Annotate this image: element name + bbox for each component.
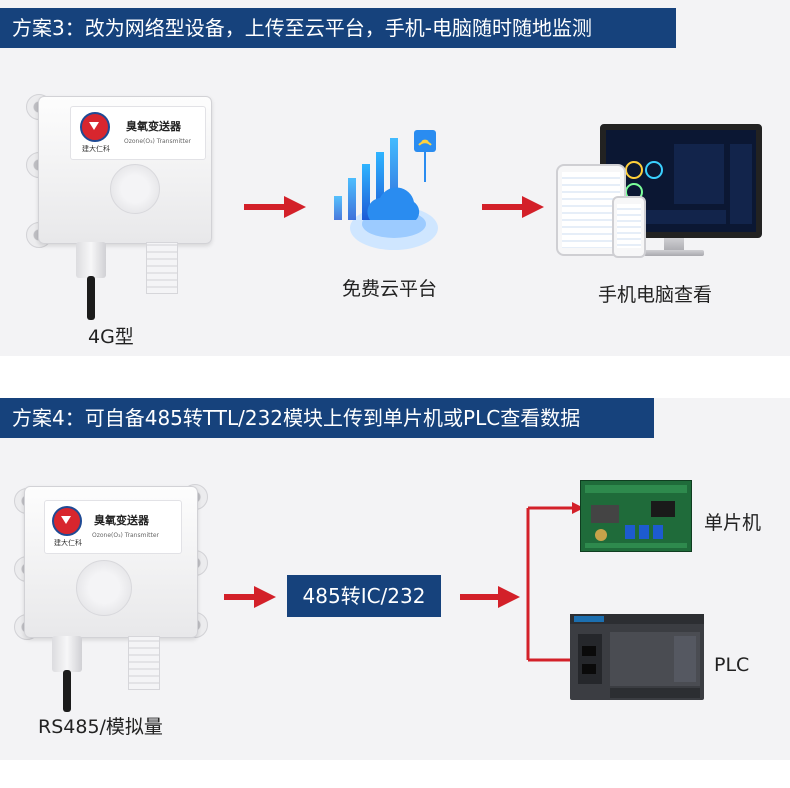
monitor-stand [664,238,684,252]
cable-gland [76,242,106,278]
arrow-right-icon [460,586,520,608]
brand-name: 建大仁科 [54,539,82,547]
arrow-right-icon [224,586,276,608]
cloud-platform-label: 免费云平台 [342,278,438,300]
devices-label: 手机电脑查看 [598,284,713,306]
sensor-type-label: 4G型 [88,326,134,348]
monitor-base [644,250,704,256]
cable [87,276,95,320]
scheme4-title: 方案4：可自备485转TTL/232模块上传到单片机或PLC查看数据 [0,398,654,438]
brand-logo-icon [52,506,82,536]
plc-label: PLC [714,654,750,676]
arrow-right-icon [482,196,544,218]
product-name: 臭氧变送器 [126,120,181,133]
product-name-en: Ozone(O₃) Transmitter [92,532,159,539]
vent-icon [110,164,160,214]
phone [612,196,646,258]
arrow-right-icon [244,196,306,218]
scheme3-panel: 方案3：改为网络型设备，上传至云平台，手机-电脑随时随地监测 建大仁科 臭氧变送… [0,0,790,356]
brand-name: 建大仁科 [82,145,110,153]
sensor-probe [128,636,160,690]
sensor-output-label: RS485/模拟量 [38,716,163,738]
product-name-en: Ozone(O₃) Transmitter [124,138,191,145]
dashboard-icon [616,144,752,224]
cable [63,670,71,712]
vent-icon [76,560,132,616]
cable-gland [52,636,82,672]
brand-logo-icon [80,112,110,142]
converter-label: 485转IC/232 [287,575,441,617]
scheme3-title: 方案3：改为网络型设备，上传至云平台，手机-电脑随时随地监测 [0,8,676,48]
product-name: 臭氧变送器 [94,514,149,527]
cloud-platform-icon [334,130,438,250]
tablet-screen [562,172,620,248]
phone-screen [617,204,641,248]
plc-icon [570,614,704,700]
mcu-label: 单片机 [704,512,762,534]
sensor-probe [146,242,178,294]
mcu-board-icon [580,480,692,552]
